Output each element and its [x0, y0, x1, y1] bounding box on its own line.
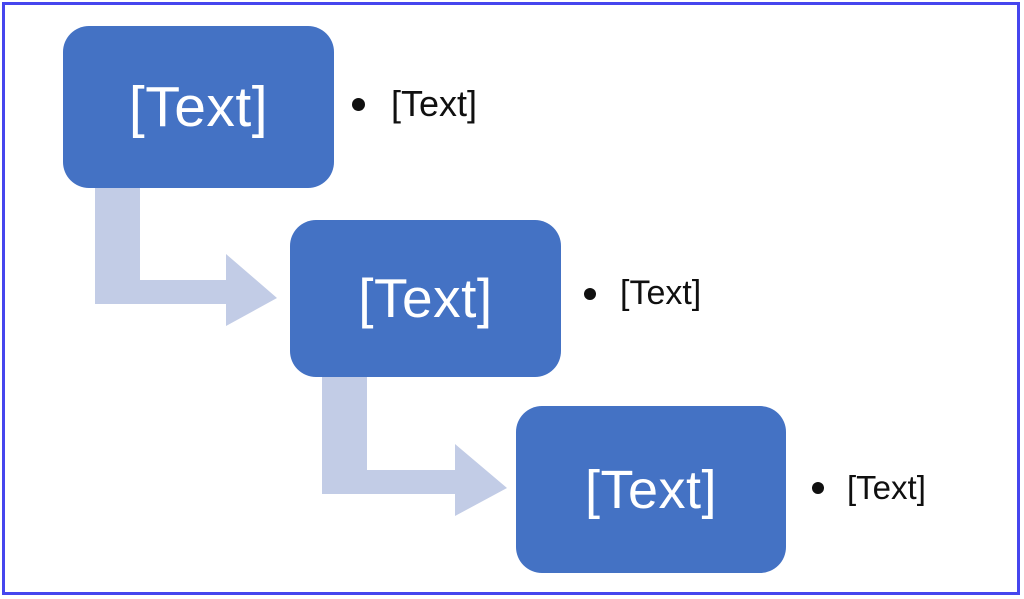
process-node-step-3[interactable]: [Text]	[516, 406, 786, 573]
bent-arrow-icon	[95, 186, 277, 326]
process-node-step-2[interactable]: [Text]	[290, 220, 561, 377]
bent-arrow-icon	[322, 376, 507, 516]
bullet-point-icon	[812, 482, 824, 494]
process-node-step-1[interactable]: [Text]	[63, 26, 334, 188]
diagram-stage: [Text] [Text] [Text] [Text] [Text] [Text…	[5, 5, 1019, 594]
callout-label: [Text]	[847, 469, 926, 506]
callout-label: [Text]	[391, 83, 478, 124]
callout-3[interactable]: [Text]	[812, 469, 926, 507]
diagram-inner-surface: [Text] [Text] [Text] [Text] [Text] [Text…	[5, 5, 1019, 594]
process-node-label: [Text]	[584, 459, 718, 520]
callout-1[interactable]: [Text]	[352, 83, 477, 125]
process-node-label: [Text]	[358, 267, 493, 329]
bullet-point-icon	[584, 287, 596, 300]
callout-label: [Text]	[620, 274, 702, 312]
process-node-label: [Text]	[128, 74, 269, 139]
callout-2[interactable]: [Text]	[584, 274, 701, 313]
bullet-point-icon	[352, 97, 365, 111]
connector-arrow-1	[95, 186, 280, 328]
connector-arrow-2	[322, 376, 512, 521]
